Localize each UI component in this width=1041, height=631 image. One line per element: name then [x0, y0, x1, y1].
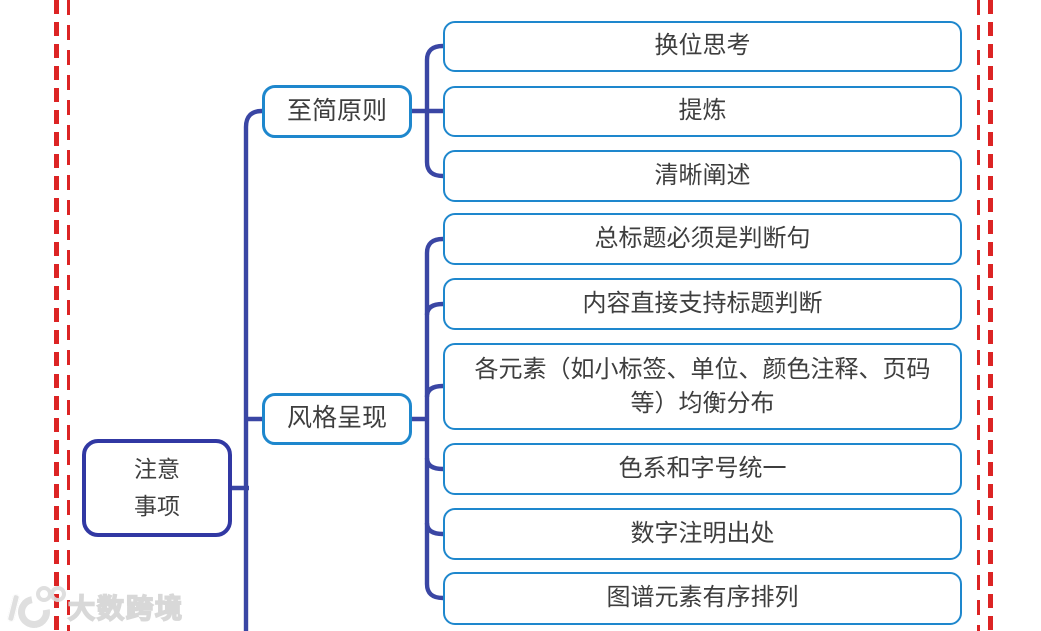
- connector-elbow-c1-4: [424, 522, 444, 537]
- leaf-node-label: 数字注明出处: [630, 519, 775, 547]
- connector-elbow-c1-1: [424, 301, 444, 316]
- leaf-node-label: 总标题必须是判断句: [594, 224, 811, 252]
- connector-rail-branch-1: [424, 236, 444, 601]
- mindmap-branch-node-fengge[interactable]: 风格呈现: [262, 393, 412, 445]
- mindmap-leaf-node[interactable]: 内容直接支持标题判断: [443, 278, 962, 330]
- page-cut-line-right-inner: [977, 0, 980, 631]
- branch-node-label: 风格呈现: [286, 404, 387, 433]
- leaf-node-label: 提炼: [678, 97, 727, 125]
- mindmap-leaf-node[interactable]: 图谱元素有序排列: [443, 572, 962, 625]
- connector-trunk: [243, 108, 263, 631]
- leaf-node-label: 图谱元素有序排列: [606, 584, 799, 612]
- mindmap-leaf-node[interactable]: 提炼: [443, 86, 962, 137]
- mindmap-leaf-node[interactable]: 各元素（如小标签、单位、颜色注释、页码等）均衡分布: [443, 343, 962, 430]
- mindmap-leaf-node[interactable]: 总标题必须是判断句: [443, 213, 962, 265]
- page-cut-line-right-outer: [988, 0, 993, 631]
- connector-elbow-c1-2: [424, 383, 444, 398]
- mindmap-root-node[interactable]: 注意事项: [82, 439, 232, 537]
- page-cut-line-left-outer: [54, 0, 59, 631]
- leaf-node-label: 内容直接支持标题判断: [582, 289, 823, 317]
- leaf-node-label: 各元素（如小标签、单位、颜色注释、页码等）均衡分布: [474, 356, 931, 417]
- branch-node-label: 至简原则: [286, 96, 387, 125]
- leaf-node-label: 换位思考: [654, 32, 751, 60]
- leaf-node-label: 色系和字号统一: [618, 454, 787, 482]
- mindmap-leaf-node[interactable]: 清晰阐述: [443, 150, 962, 202]
- connector-elbow-c1-3: [424, 457, 444, 472]
- page-cut-line-left-inner: [67, 0, 70, 631]
- leaf-node-label: 清晰阐述: [654, 161, 751, 189]
- mindmap-leaf-node[interactable]: 数字注明出处: [443, 508, 962, 560]
- mindmap-leaf-node[interactable]: 色系和字号统一: [443, 443, 962, 495]
- mindmap-branch-node-zhijian[interactable]: 至简原则: [262, 85, 412, 138]
- mindmap-leaf-node[interactable]: 换位思考: [443, 21, 962, 72]
- root-node-label: 注意事项: [134, 456, 180, 519]
